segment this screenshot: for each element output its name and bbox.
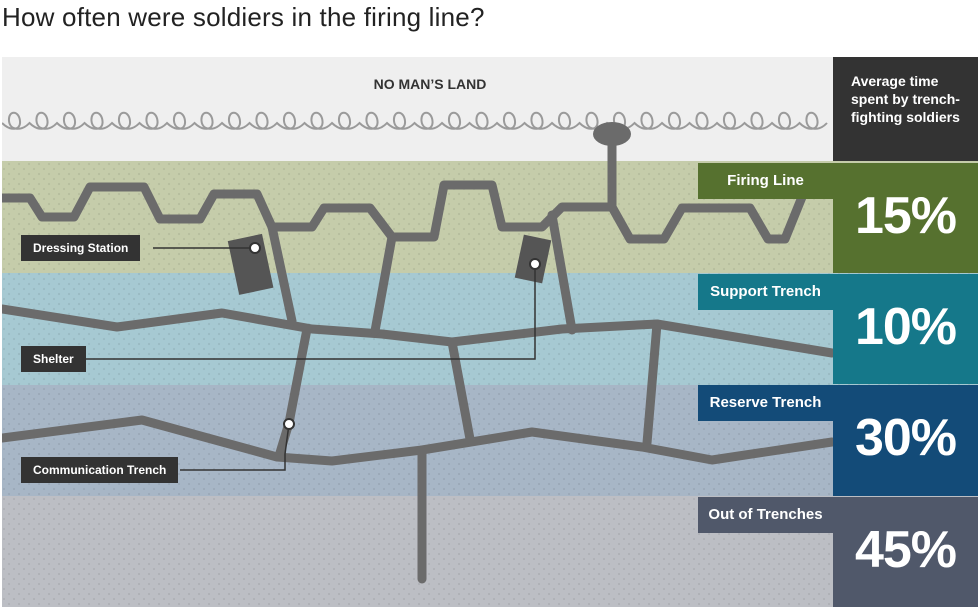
reserve-trench-percent-box: 30% [833,385,978,496]
reserve-trench-percent: 30% [854,409,957,467]
page-title: How often were soldiers in the firing li… [2,2,485,32]
out-of-trenches-percent-box: 45% [833,497,978,607]
dressing-station-dugout [227,233,274,295]
shelter-marker [529,258,541,270]
no-mans-land-band [2,57,978,161]
comm-trench-b [370,232,397,336]
support-trench-percent: 10% [854,298,957,356]
out-of-trenches-label: Out of Trenches [698,497,833,533]
shelter-label: Shelter [21,346,86,372]
support-trench-percent-box: 10% [833,274,978,384]
firing-line-label: Firing Line [698,163,833,199]
listening-post [593,122,631,146]
firing-line-percent-box: 15% [833,163,978,273]
comm-trench-f [642,319,662,448]
comm-trench-a [267,222,297,326]
out-of-trenches-percent: 45% [854,521,957,579]
no-mans-land-label: NO MAN’S LAND [373,76,487,92]
firing-line-percent: 15% [854,187,957,245]
dressing-station-marker [249,242,261,254]
legend-heading: Average time spent by trench-fighting so… [833,57,978,161]
trench-lines [2,132,837,584]
communication-trench-marker [283,418,295,430]
shelter-leader [82,264,536,360]
communication-trench-leader [180,423,290,471]
communication-trench-label: Communication Trench [21,457,179,483]
support-trench [2,304,837,358]
barbed-wire [2,111,828,130]
comm-trench-c [547,210,577,335]
support-trench-label: Support Trench [698,274,833,310]
comm-trench-e [447,337,475,444]
dressing-station-label: Dressing Station [21,235,141,261]
reserve-trench-label: Reserve Trench [698,385,833,421]
